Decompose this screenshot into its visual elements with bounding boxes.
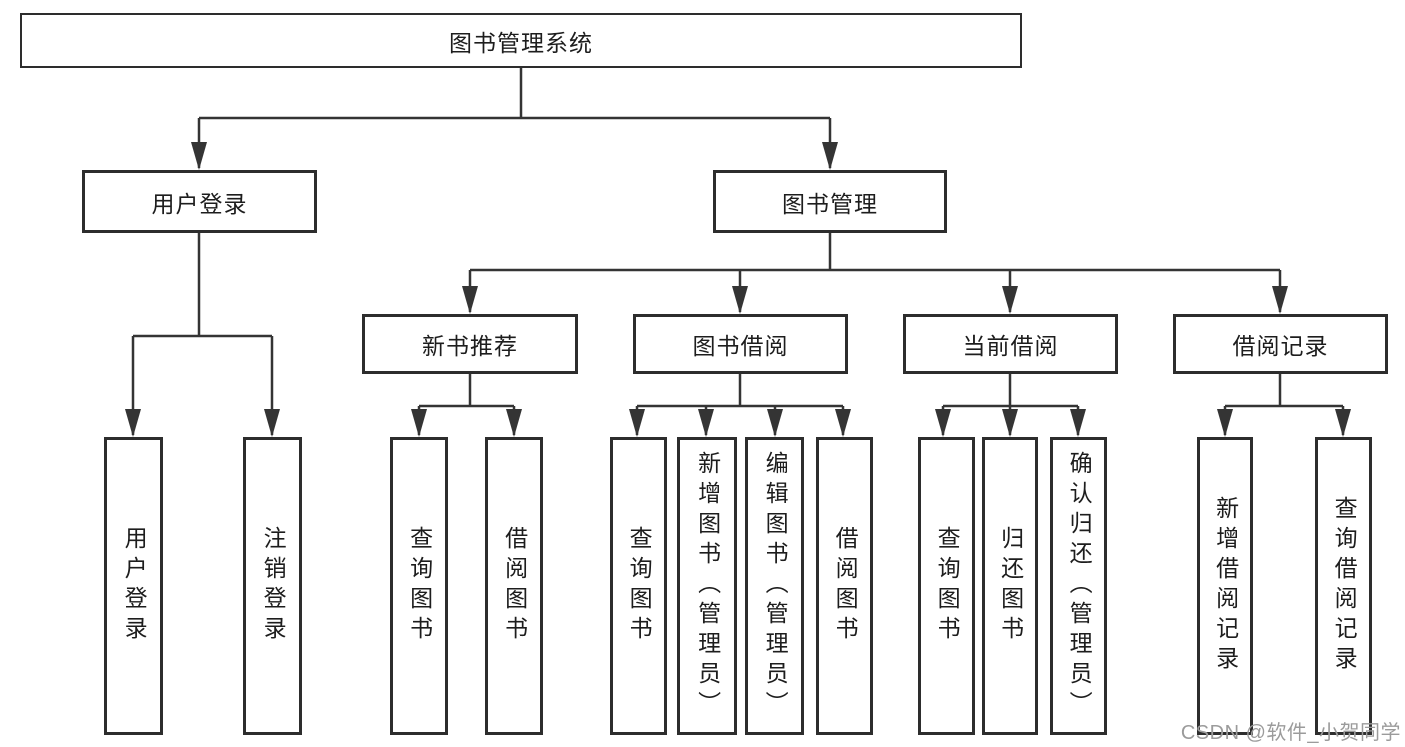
- leaf-current-query-book-node: 查询图书: [918, 437, 975, 735]
- watermark: CSDN @软件_小贺同学: [1180, 722, 1401, 744]
- leaf-recommend-query-book-node: 查询图书: [390, 437, 448, 735]
- current-borrow-node: 当前借阅: [903, 314, 1118, 374]
- root-node: 图书管理系统: [20, 13, 1022, 68]
- leaf-recommend-borrow-book-node: 借阅图书: [485, 437, 543, 735]
- leaf-borrow-borrow-book-label: 借阅图书: [832, 526, 859, 646]
- leaf-current-return-book-node: 归还图书: [982, 437, 1038, 735]
- book-borrow-node: 图书借阅: [633, 314, 848, 374]
- leaf-logout-label: 注销登录: [260, 526, 287, 646]
- leaf-record-query-record-label: 查询借阅记录: [1331, 496, 1358, 676]
- leaf-current-return-book-label: 归还图书: [997, 526, 1024, 646]
- leaf-logout-node: 注销登录: [243, 437, 302, 735]
- leaf-current-confirm-return-label: 确认归还（管理员）: [1066, 451, 1093, 721]
- borrow-record-node: 借阅记录: [1173, 314, 1388, 374]
- root-node-label: 图书管理系统: [449, 29, 593, 56]
- leaf-borrow-edit-book-node: 编辑图书（管理员）: [745, 437, 804, 735]
- leaf-user-login-label: 用户登录: [121, 526, 148, 646]
- new-book-recommend-node: 新书推荐: [362, 314, 578, 374]
- leaf-record-query-record-node: 查询借阅记录: [1315, 437, 1372, 735]
- leaf-user-login-node: 用户登录: [104, 437, 163, 735]
- leaf-borrow-add-book-label: 新增图书（管理员）: [694, 451, 721, 721]
- leaf-borrow-query-book-label: 查询图书: [626, 526, 653, 646]
- leaf-record-add-record-label: 新增借阅记录: [1212, 496, 1239, 676]
- user-login-module-node: 用户登录: [82, 170, 317, 233]
- book-management-module-label: 图书管理: [782, 190, 878, 217]
- leaf-recommend-query-book-label: 查询图书: [406, 526, 433, 646]
- leaf-current-confirm-return-node: 确认归还（管理员）: [1050, 437, 1107, 735]
- leaf-record-add-record-node: 新增借阅记录: [1197, 437, 1253, 735]
- book-borrow-label: 图书借阅: [692, 333, 789, 359]
- leaf-recommend-borrow-book-label: 借阅图书: [501, 526, 528, 646]
- leaf-borrow-borrow-book-node: 借阅图书: [816, 437, 873, 735]
- book-management-module-node: 图书管理: [713, 170, 947, 233]
- leaf-borrow-add-book-node: 新增图书（管理员）: [677, 437, 737, 735]
- new-book-recommend-label: 新书推荐: [422, 333, 518, 359]
- leaf-borrow-edit-book-label: 编辑图书（管理员）: [762, 451, 789, 721]
- borrow-record-label: 借阅记录: [1232, 333, 1329, 359]
- leaf-current-query-book-label: 查询图书: [934, 526, 961, 646]
- leaf-borrow-query-book-node: 查询图书: [610, 437, 667, 735]
- current-borrow-label: 当前借阅: [962, 333, 1059, 359]
- user-login-module-label: 用户登录: [151, 190, 248, 217]
